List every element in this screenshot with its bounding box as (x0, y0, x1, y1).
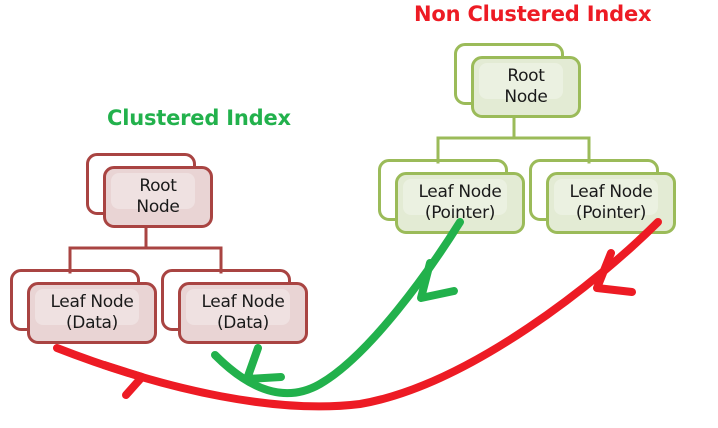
nonclustered-leaf-right-label: Leaf Node (Pointer) (569, 182, 653, 223)
red-arrow-midhead (593, 249, 636, 296)
clustered-connectors (68, 226, 223, 274)
clustered-leaf-right-label: Leaf Node (Data) (201, 292, 285, 333)
green-arrow-midhead (417, 259, 458, 302)
green-arrow-head (243, 344, 285, 383)
red-arrow-path (53, 218, 662, 411)
clustered-index-title: Clustered Index (107, 106, 291, 130)
green-pointer-arrow (211, 218, 464, 398)
non-clustered-index-title: Non Clustered Index (414, 2, 652, 26)
nonclustered-leaf-left-label: Leaf Node (Pointer) (418, 182, 502, 223)
clustered-root-node-label: Root Node (136, 176, 180, 217)
red-arrow-head (100, 361, 146, 399)
nonclustered-root-node-label: Root Node (504, 66, 548, 107)
nonclustered-connectors (436, 116, 591, 164)
clustered-leaf-left-label: Leaf Node (Data) (50, 292, 134, 333)
red-pointer-arrow (53, 218, 662, 411)
